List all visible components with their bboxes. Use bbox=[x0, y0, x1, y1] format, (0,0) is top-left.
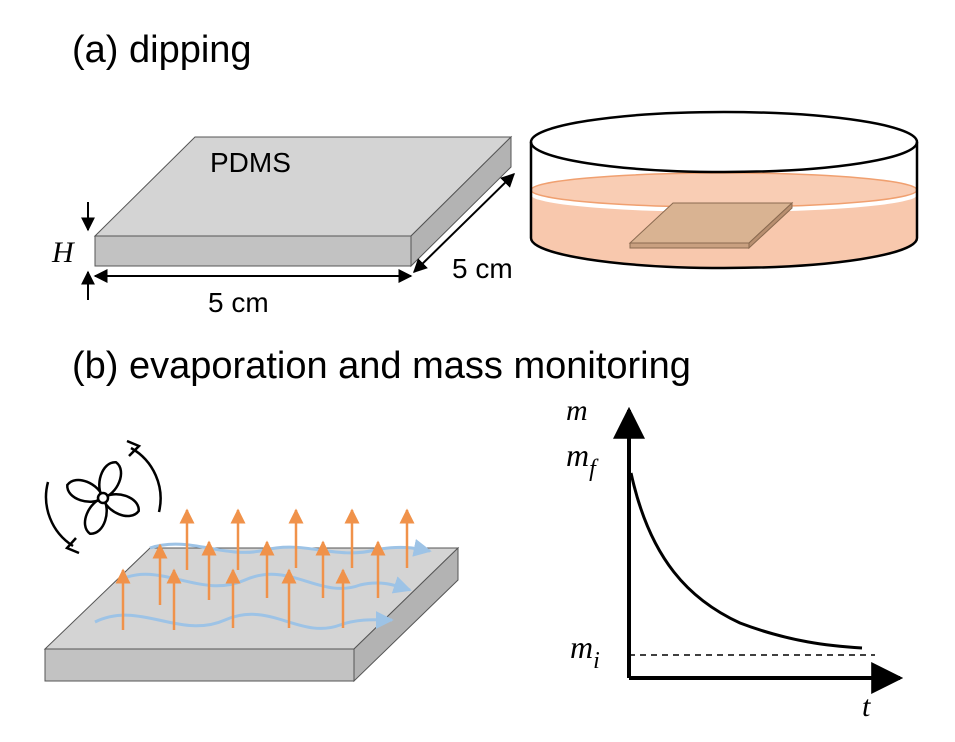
petri-dish bbox=[529, 110, 919, 270]
x-axis-label: t bbox=[862, 690, 871, 723]
mass-decay-curve bbox=[629, 472, 863, 650]
vapor-arrows bbox=[115, 508, 415, 630]
y-axis-label: m bbox=[566, 394, 588, 427]
airflow-arrow bbox=[94, 610, 394, 630]
thickness-label: H bbox=[51, 236, 76, 269]
evaporation-slab-side bbox=[353, 546, 459, 683]
panel-b-title: (b) evaporation and mass monitoring bbox=[72, 345, 691, 387]
pdms-slab bbox=[93, 135, 513, 268]
pdms-slab-front bbox=[94, 235, 412, 267]
mass-plot: m t mf mi bbox=[566, 394, 904, 723]
depth-dimension-arrow bbox=[413, 173, 515, 273]
pdms-label: PDMS bbox=[210, 147, 291, 178]
evaporation-slab bbox=[43, 546, 460, 683]
width-label: 5 cm bbox=[208, 287, 269, 318]
evaporation-slab-front bbox=[44, 648, 355, 682]
dish-rim bbox=[529, 110, 919, 174]
mi-label: mi bbox=[570, 629, 600, 674]
submerged-slab-side bbox=[629, 242, 750, 249]
airflow-arrow bbox=[149, 538, 432, 557]
fan-icon bbox=[44, 439, 162, 555]
panel-a-title: (a) dipping bbox=[72, 29, 252, 71]
depth-label: 5 cm bbox=[452, 253, 513, 284]
rotation-arrow-icon bbox=[44, 481, 74, 548]
liquid-surface bbox=[530, 172, 918, 208]
mf-label: mf bbox=[566, 437, 599, 482]
